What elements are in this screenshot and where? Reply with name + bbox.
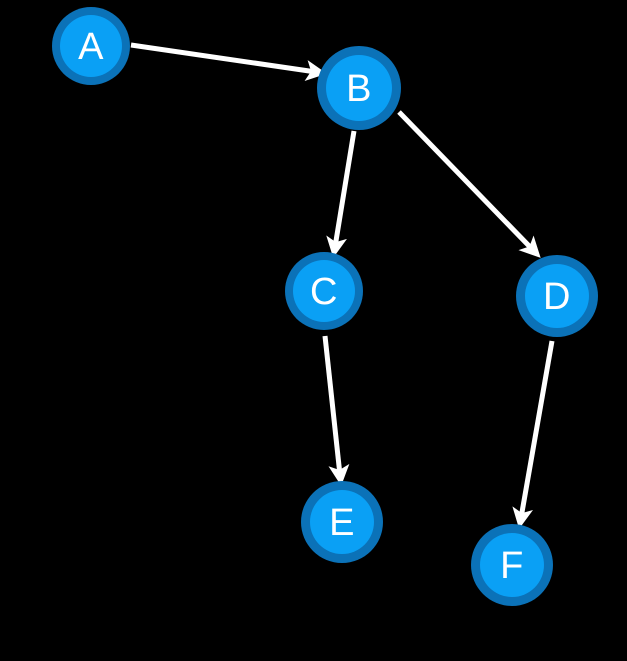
graph-edge-c-e[interactable] bbox=[322, 335, 350, 486]
graph-edge-a-b[interactable] bbox=[130, 42, 327, 81]
node-label-e: E bbox=[329, 502, 355, 544]
graph-node-d[interactable]: D bbox=[516, 255, 598, 337]
node-core-e bbox=[310, 490, 374, 554]
node-label-c: C bbox=[310, 271, 338, 313]
node-core-a bbox=[60, 15, 122, 77]
graph-node-b[interactable]: B bbox=[317, 46, 401, 130]
node-label-b: B bbox=[346, 68, 372, 110]
edges-layer bbox=[130, 42, 555, 529]
node-core-c bbox=[293, 260, 355, 322]
graph-edge-b-c[interactable] bbox=[326, 130, 357, 258]
graph-node-e[interactable]: E bbox=[301, 481, 383, 563]
graph-edge-b-d[interactable] bbox=[397, 110, 541, 258]
node-label-d: D bbox=[543, 276, 571, 318]
node-label-f: F bbox=[500, 545, 524, 587]
graph-edge-d-f[interactable] bbox=[512, 340, 555, 529]
graph-node-f[interactable]: F bbox=[471, 524, 553, 606]
nodes-layer: A B C D E F bbox=[52, 7, 598, 606]
graph-node-a[interactable]: A bbox=[52, 7, 130, 85]
node-core-f bbox=[480, 533, 544, 597]
graph-node-c[interactable]: C bbox=[285, 252, 363, 330]
node-label-a: A bbox=[78, 26, 104, 68]
node-core-b bbox=[326, 55, 392, 121]
node-core-d bbox=[525, 264, 589, 328]
